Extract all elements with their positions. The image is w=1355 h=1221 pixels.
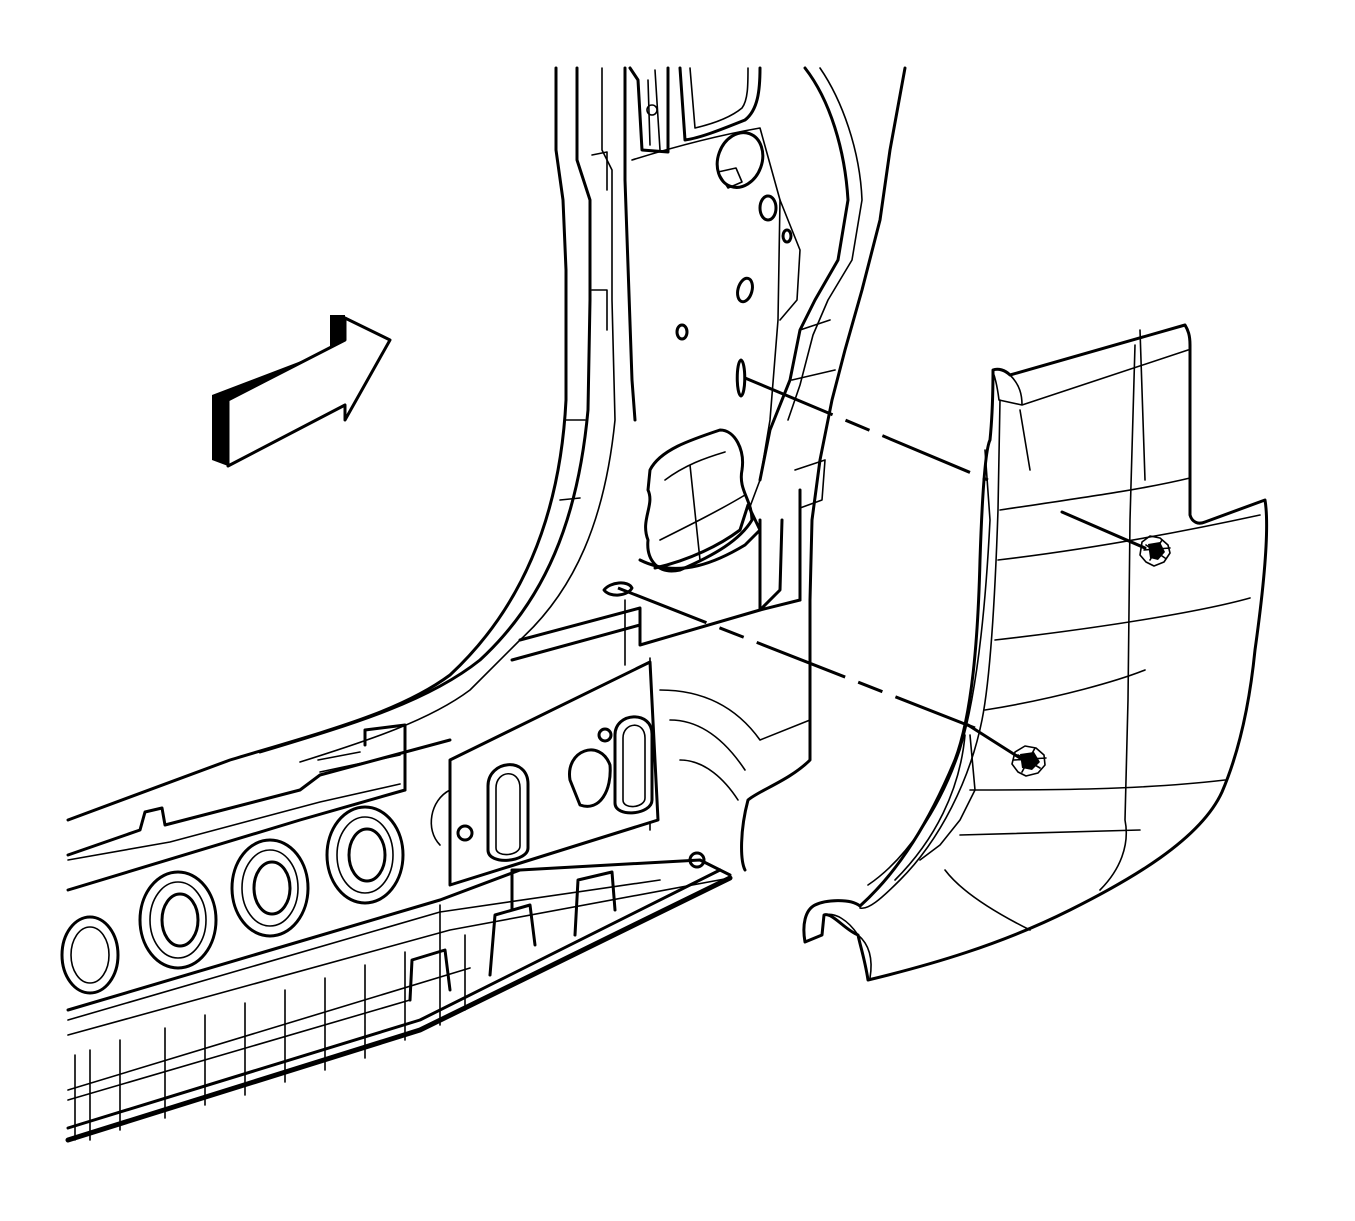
plate-slot-1-inner [495, 772, 521, 856]
forward-arrow-outline [226, 316, 392, 468]
pillar-upper-panel-inner [689, 67, 749, 129]
pillar-flange-notches [559, 151, 608, 501]
pillar-rear-crease [787, 67, 863, 421]
pillar-rear-inner-edge [758, 66, 850, 482]
rocker-hole-4-inner [336, 816, 394, 894]
pillar-lower-cutout [644, 428, 754, 573]
hinge-bolt-hole [646, 104, 658, 116]
rocker-bottom-edge-2 [66, 868, 722, 1130]
trim-panel-top-fold [992, 349, 1189, 406]
pillar-hole-small-4 [675, 323, 689, 341]
retainer-clip-lower [1011, 745, 1047, 777]
pillar-outer-edge [66, 66, 568, 822]
hinge-bracket-detail [647, 69, 661, 151]
upper-alignment-line [744, 376, 989, 482]
rocker-lower-grid [67, 904, 471, 1141]
plate-slot-2-inner [622, 724, 646, 808]
trim-panel-vertical-lines [1019, 329, 1146, 891]
upper-clip-slot [735, 358, 747, 398]
plate-slot-2 [613, 715, 654, 815]
pillar-base-vertical [758, 488, 802, 612]
trim-panel-lower-lip [823, 913, 872, 979]
trim-panel-outline [802, 323, 1269, 982]
rocker-lower-tabs [408, 868, 617, 1002]
forward-arrow-icon [212, 315, 392, 468]
plate-hole-small-2 [456, 824, 474, 842]
rocker-hole-3-core [252, 860, 292, 916]
hinge-bracket-upper [628, 66, 670, 154]
pillar-upper-panel [678, 66, 762, 142]
pillar-front-wall [623, 66, 637, 422]
pillar-rear-crease-2 [779, 199, 836, 509]
rocker-step-block [363, 723, 407, 792]
rocker-upper-edge [66, 738, 452, 857]
pillar-trim-panel [802, 323, 1269, 982]
rocker-emboss-holes [60, 789, 451, 995]
plate-slot-1 [486, 763, 530, 862]
rocker-hole-4-core [347, 827, 387, 883]
trim-panel-curve-1 [867, 449, 991, 886]
rocker-hole-2-core [160, 892, 200, 948]
pillar-hole-small-2 [781, 228, 793, 244]
clip-head-upper [1148, 542, 1165, 560]
alignment-lines [617, 376, 1147, 760]
rocker-upper-edge-2 [67, 783, 401, 861]
pillar-base-panel [510, 598, 802, 662]
trim-panel-horizontal-lines [944, 477, 1261, 931]
trim-panel-curve-2 [894, 734, 976, 881]
retainer-clip-upper [1139, 535, 1171, 567]
pillar-inner-flange-2 [299, 67, 616, 763]
body-side-structure [60, 66, 907, 1143]
plate-large-hole [568, 748, 612, 808]
pillar-cutout-inner [659, 451, 746, 561]
pillar-inner-flange [258, 66, 592, 754]
pillar-hole-small-3 [736, 276, 754, 304]
clip-head-lower [1020, 752, 1040, 770]
pillar-rear-edge [740, 66, 907, 872]
rocker-hole-5-partial [430, 789, 451, 846]
rocker-hole-1-inner [70, 926, 110, 984]
rocker-hole-2-inner [149, 881, 207, 959]
rocker-hole-3-inner [241, 849, 299, 927]
plate-hole-small-1 [597, 727, 613, 743]
rocker-bottom-edge [65, 875, 733, 1143]
pillar-hole-small-1 [758, 194, 778, 222]
rocker-step-line [317, 751, 401, 773]
pillar-inner-plate [631, 127, 781, 521]
upper-clip-leader [1060, 510, 1147, 550]
pillar-access-hole-tab [717, 167, 743, 189]
lower-alignment-line [617, 586, 976, 730]
lower-clip-leader [966, 723, 1022, 760]
